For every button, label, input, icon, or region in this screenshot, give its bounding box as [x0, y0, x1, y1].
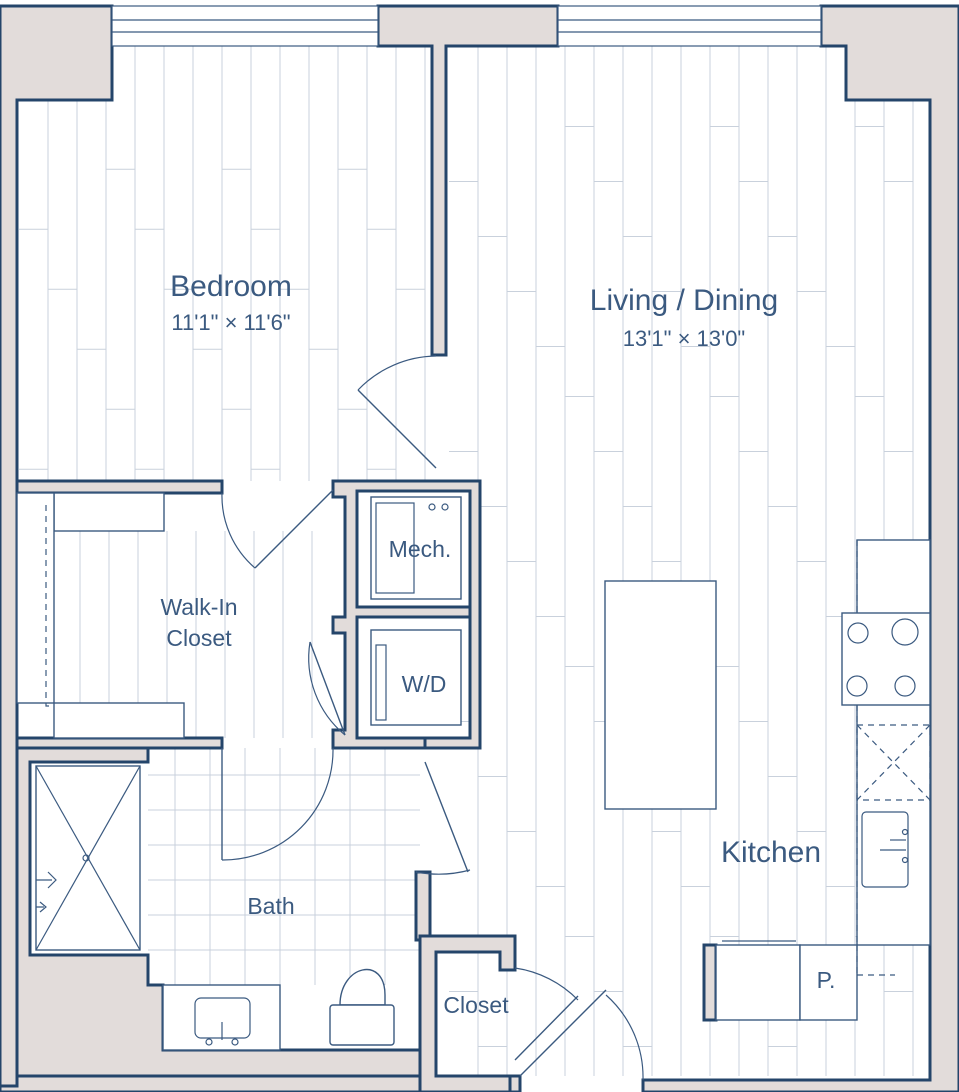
bath-door: [221, 747, 334, 861]
flooring: [19, 46, 914, 1076]
washer-dryer: [370, 629, 462, 726]
walk-in-closet-label-line2: Closet: [166, 625, 232, 651]
walk-in-closet-door: [221, 489, 334, 569]
bath-tile-grid: [148, 748, 420, 985]
kitchen-counter: [841, 539, 931, 946]
bedroom-closet-wall: [15, 479, 224, 495]
wood-plank-lines: [19, 46, 914, 1076]
pantry: [799, 944, 895, 1021]
bath-right-wall: [414, 870, 432, 942]
walls: [0, 4, 959, 1092]
closet-shelving: [16, 492, 185, 739]
windows: [111, 5, 822, 47]
bath-label: Bath: [247, 893, 294, 919]
fixtures: [16, 492, 931, 1051]
wd-label: W/D: [402, 671, 447, 697]
room-labels: Bedroom 11'1" × 11'6" Living / Dining 13…: [160, 270, 835, 1018]
bedroom-label: Bedroom: [170, 270, 292, 303]
doors: [221, 355, 644, 1081]
closet-wall: [418, 934, 517, 1092]
toilet: [329, 968, 395, 1046]
mech-unit: [370, 496, 462, 600]
living-window: [557, 5, 822, 47]
mech-wd-enclosure: [331, 479, 482, 750]
living-dining-dimensions: 13'1" × 13'0": [623, 326, 746, 351]
exterior-wall-right: [641, 4, 959, 1092]
pantry-label: P.: [817, 967, 836, 993]
vanity: [162, 984, 281, 1051]
bedroom-dimensions: 11'1" × 11'6": [171, 310, 290, 335]
window-pier-center: [376, 4, 560, 357]
bedroom-door: [357, 355, 437, 469]
bath-living-door: [415, 761, 471, 875]
closet-label: Closet: [443, 992, 509, 1018]
closet-door: [514, 967, 579, 1061]
bedroom-window: [111, 5, 379, 47]
shower: [35, 765, 141, 951]
kitchen-island: [604, 580, 717, 810]
kitchen-partial-wall: [702, 943, 718, 1022]
wd-door: [308, 641, 346, 736]
refrigerator: [715, 940, 801, 1021]
mech-label: Mech.: [389, 536, 452, 562]
walk-in-closet-label-line1: Walk-In: [160, 594, 237, 620]
kitchen-label: Kitchen: [721, 836, 821, 869]
entry-door: [519, 989, 644, 1081]
living-dining-label: Living / Dining: [590, 284, 778, 317]
